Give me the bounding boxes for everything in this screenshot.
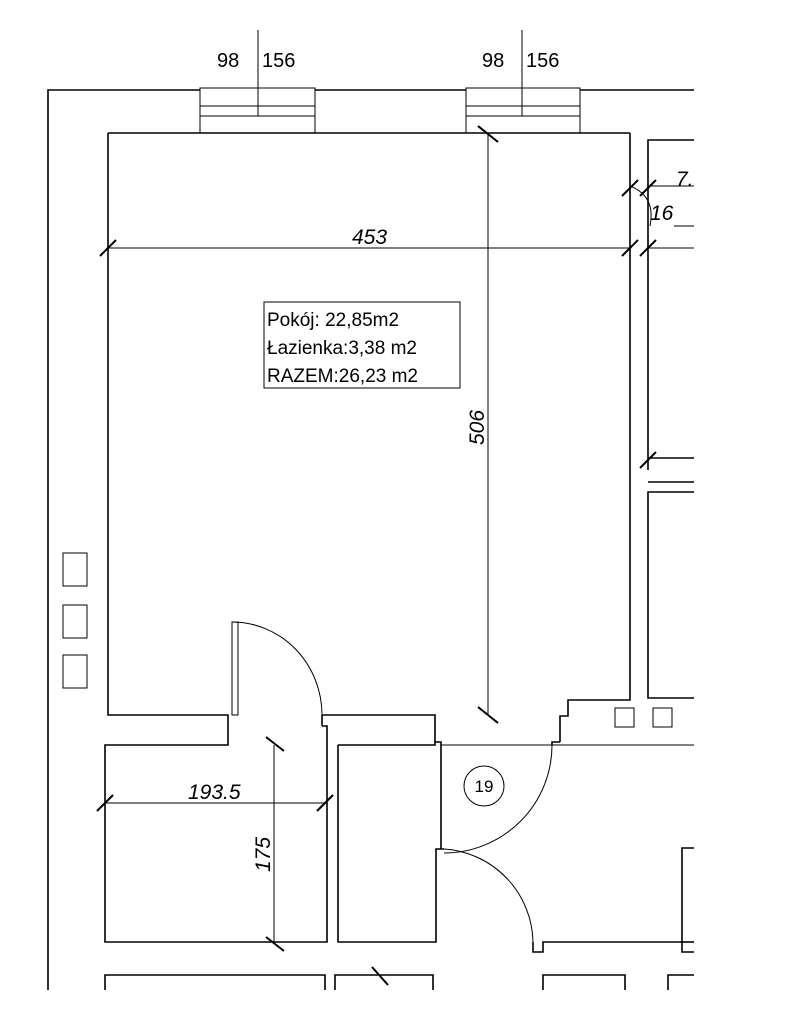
- bathroom-outline: [104, 725, 328, 943]
- side-dimension-top: 7.: [676, 168, 694, 191]
- bath-width-label: 193.5: [188, 781, 241, 804]
- area-bathroom: Łazienka:3,38 m2: [267, 338, 417, 359]
- window-1-label-right: 156: [262, 50, 295, 72]
- unit-number: 19: [475, 777, 494, 796]
- room-door: [231, 621, 323, 726]
- dimension-room-width: [99, 239, 630, 257]
- window-1: [199, 30, 316, 134]
- dimension-room-height: [477, 125, 499, 724]
- right-side-walls: [629, 139, 694, 699]
- area-box: [263, 301, 461, 389]
- dimension-bath-height: [265, 736, 285, 952]
- area-total: RAZEM:26,23 m2: [267, 366, 418, 387]
- side-dimension-small: 16: [650, 202, 674, 225]
- bottom-walls: [104, 966, 694, 990]
- room-height-label: 506: [466, 410, 489, 445]
- outer-walls: [47, 89, 694, 990]
- window-2-label-right: 156: [526, 50, 559, 72]
- corridor-walls: [337, 741, 694, 953]
- dimension-bath-width: [96, 794, 334, 812]
- main-room-outline: [107, 132, 631, 742]
- window-2-label-left: 98: [482, 50, 504, 72]
- bath-height-label: 175: [252, 837, 275, 872]
- area-room: Pokój: 22,85m2: [267, 310, 399, 331]
- vent-blocks: [62, 552, 88, 689]
- window-2: [465, 30, 581, 134]
- unit-badge: [463, 765, 505, 807]
- room-width-label: 453: [352, 226, 387, 249]
- small-squares: [614, 707, 673, 728]
- window-1-label-left: 98: [217, 50, 239, 72]
